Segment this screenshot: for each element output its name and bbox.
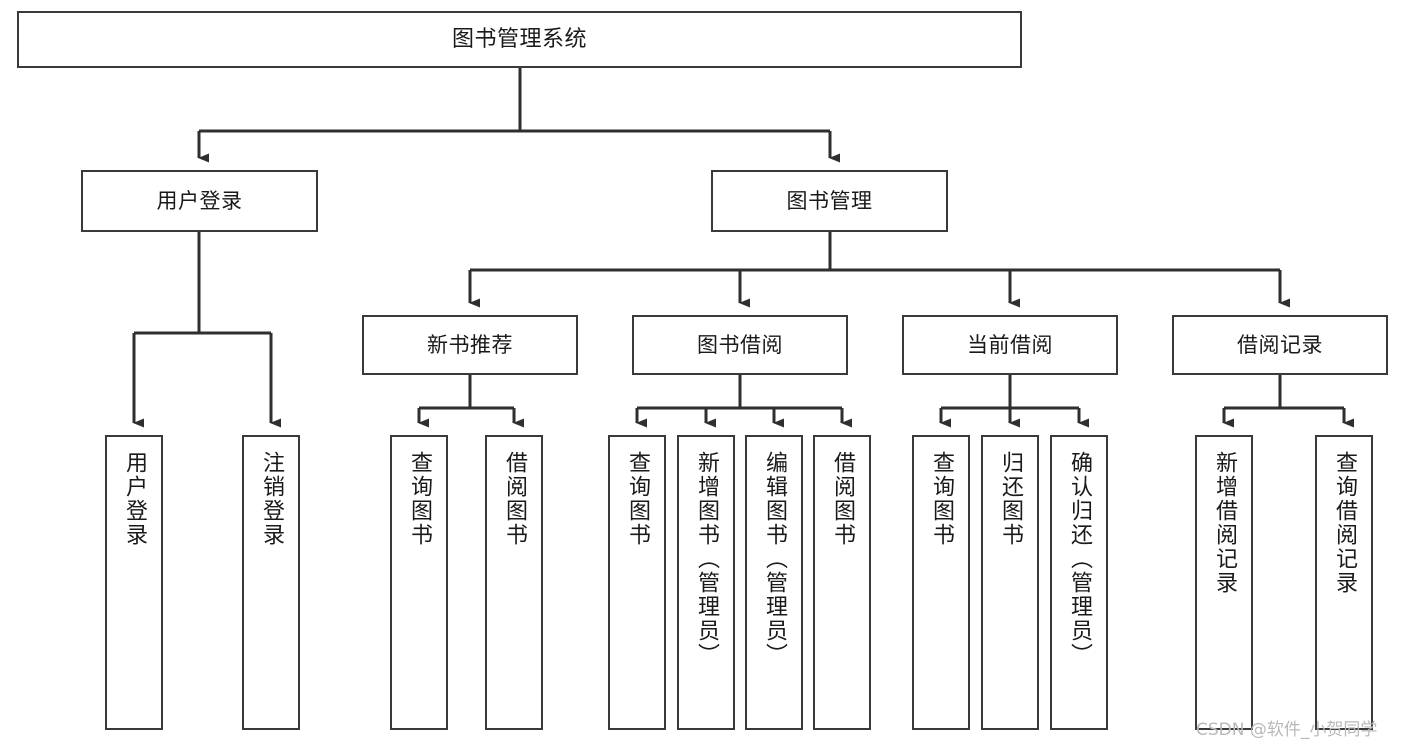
node-label: 注销登录 — [259, 451, 284, 547]
node-label: 新增图书（管理员） — [694, 451, 719, 667]
node-leaf-borrow-book[interactable]: 借阅图书 — [813, 435, 871, 730]
node-leaf-add-book[interactable]: 新增图书（管理员） — [677, 435, 735, 730]
node-leaf-user-login[interactable]: 用户登录 — [105, 435, 163, 730]
node-label: 借阅记录 — [1237, 332, 1323, 357]
node-leaf-query-book-current[interactable]: 查询图书 — [912, 435, 970, 730]
node-label: 新书推荐 — [427, 332, 513, 357]
node-label: 确认归还（管理员） — [1067, 451, 1092, 667]
node-leaf-logout[interactable]: 注销登录 — [242, 435, 300, 730]
node-new-book-recommend[interactable]: 新书推荐 — [362, 315, 578, 375]
node-leaf-borrow-book-recommend[interactable]: 借阅图书 — [485, 435, 543, 730]
node-leaf-confirm-return[interactable]: 确认归还（管理员） — [1050, 435, 1108, 730]
node-label: 查询借阅记录 — [1332, 451, 1357, 595]
node-leaf-query-book-borrow[interactable]: 查询图书 — [608, 435, 666, 730]
node-borrow-record[interactable]: 借阅记录 — [1172, 315, 1388, 375]
node-label: 图书管理 — [786, 188, 873, 213]
node-root-book-management-system[interactable]: 图书管理系统 — [17, 11, 1022, 68]
node-book-borrow[interactable]: 图书借阅 — [632, 315, 848, 375]
csdn-watermark: CSDN @软件_小贺同学 — [1196, 720, 1378, 740]
node-label: 查询图书 — [929, 451, 954, 547]
node-leaf-query-book-recommend[interactable]: 查询图书 — [390, 435, 448, 730]
node-book-management[interactable]: 图书管理 — [711, 170, 948, 232]
node-label: 查询图书 — [625, 451, 650, 547]
node-leaf-return-book[interactable]: 归还图书 — [981, 435, 1039, 730]
node-leaf-query-borrow-record[interactable]: 查询借阅记录 — [1315, 435, 1373, 730]
node-label: 编辑图书（管理员） — [762, 451, 787, 667]
node-current-borrow[interactable]: 当前借阅 — [902, 315, 1118, 375]
node-label: 图书借阅 — [697, 332, 783, 357]
node-label: 图书管理系统 — [451, 26, 587, 52]
node-label: 用户登录 — [156, 188, 243, 213]
node-leaf-edit-book[interactable]: 编辑图书（管理员） — [745, 435, 803, 730]
node-leaf-add-borrow-record[interactable]: 新增借阅记录 — [1195, 435, 1253, 730]
node-label: 当前借阅 — [967, 332, 1053, 357]
node-label: 新增借阅记录 — [1212, 451, 1237, 595]
node-label: 查询图书 — [407, 451, 432, 547]
node-label: 借阅图书 — [502, 451, 527, 547]
node-user-login[interactable]: 用户登录 — [81, 170, 318, 232]
node-label: 借阅图书 — [830, 451, 855, 547]
node-label: 用户登录 — [122, 451, 147, 547]
node-label: 归还图书 — [998, 451, 1023, 547]
